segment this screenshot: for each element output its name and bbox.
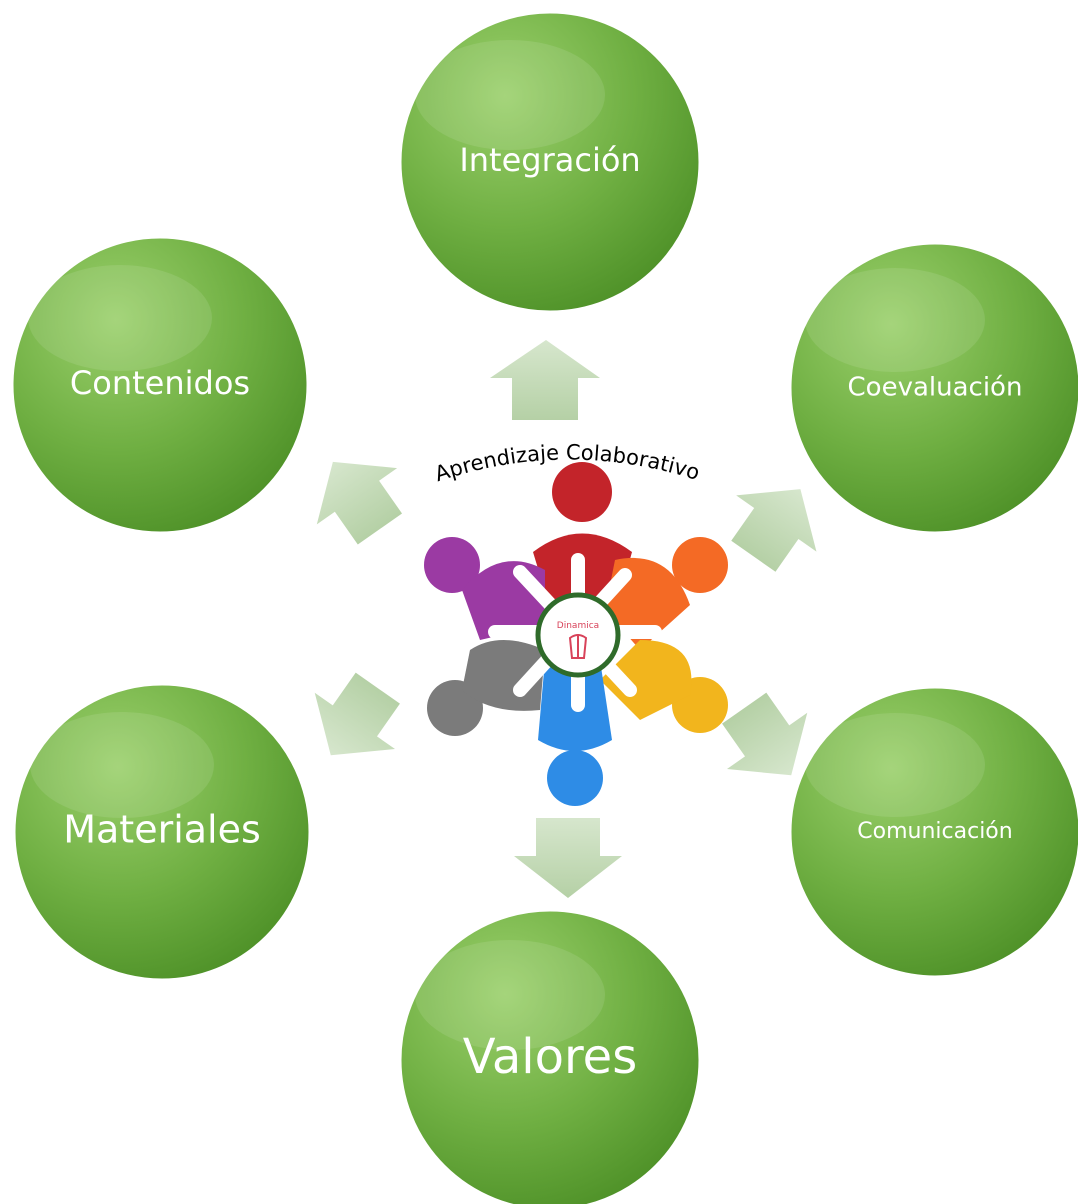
logo-text: Dinamica: [557, 621, 599, 631]
node-contenidos: Contenidos: [10, 235, 310, 535]
node-comunicacion: Comunicación: [788, 685, 1078, 979]
center-logo-icon: Dinamica: [535, 592, 621, 678]
node-label: Valores: [463, 1029, 637, 1085]
node-label: Comunicación: [857, 819, 1012, 844]
node-label: Contenidos: [70, 364, 250, 402]
node-label: Integración: [459, 141, 640, 179]
arrow-down: [514, 818, 622, 898]
node-label: Materiales: [63, 808, 261, 852]
arrows: [314, 340, 817, 898]
node-integracion: Integración: [398, 10, 702, 314]
arrow-down-left: [314, 672, 400, 756]
node-label: Coevaluación: [848, 373, 1023, 403]
node-valores: Valores: [398, 908, 702, 1204]
arrow-up: [490, 340, 600, 420]
node-coevaluacion: Coevaluación: [788, 241, 1078, 535]
center-emblem: Aprendizaje Colaborativo: [424, 440, 728, 806]
arrow-up-left: [316, 461, 403, 545]
arrow-down-right: [722, 692, 808, 776]
arrow-up-right: [731, 489, 817, 572]
node-materiales: Materiales: [12, 682, 312, 982]
